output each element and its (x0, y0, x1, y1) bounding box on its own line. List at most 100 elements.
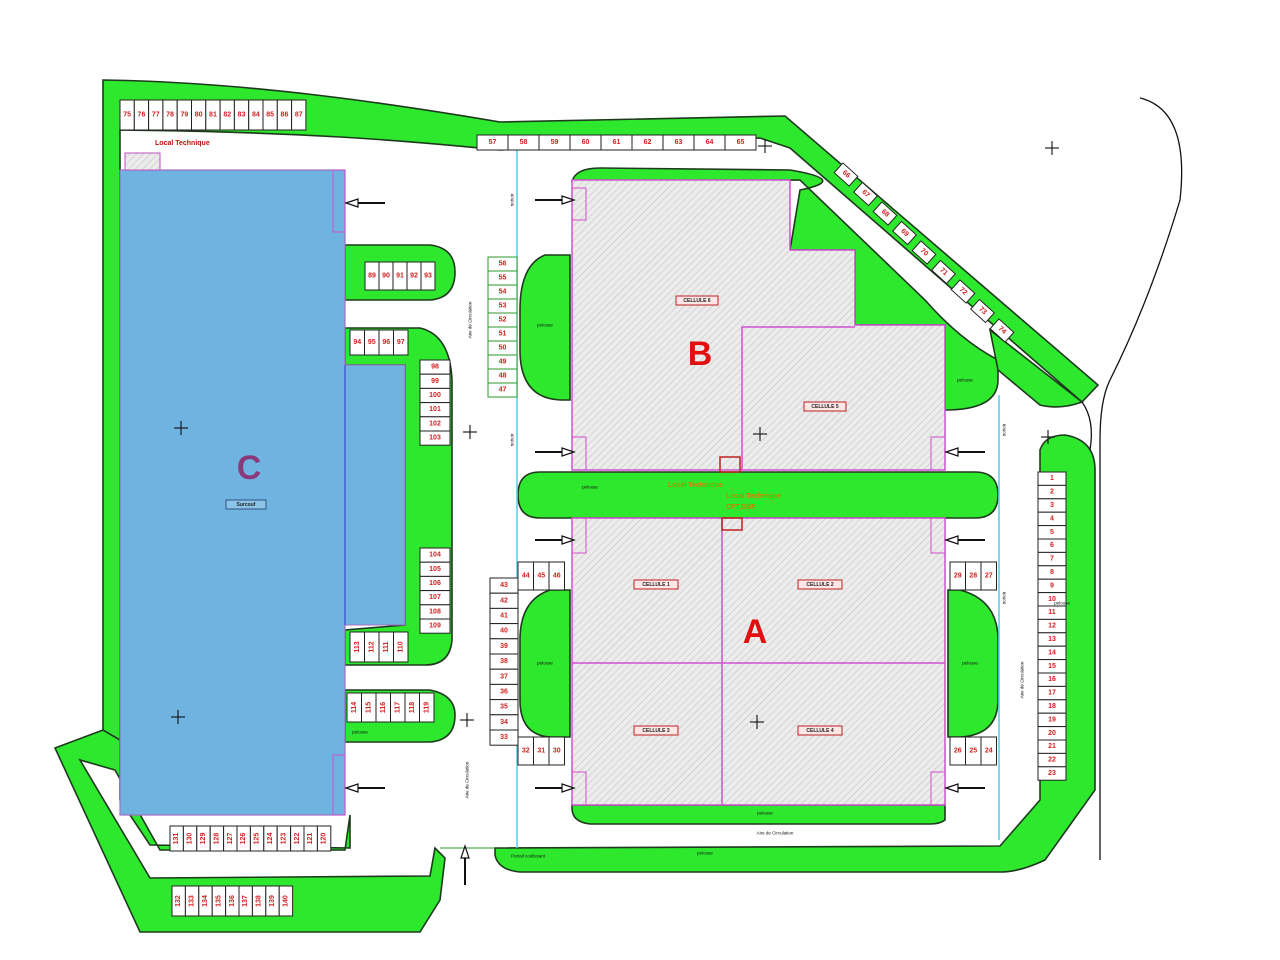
parking-spot: 70 (911, 240, 937, 265)
svg-text:CELLULE 5: CELLULE 5 (811, 404, 838, 410)
parking-spot-number: 80 (195, 112, 203, 119)
parking-spot-number: 35 (500, 704, 508, 711)
parking-spot-number: 51 (499, 331, 507, 338)
parking-spot: 2 (1037, 484, 1067, 500)
parking-spot: 49 (487, 354, 518, 370)
parking-spot-number: 56 (499, 261, 507, 268)
parking-spot-number: 60 (582, 139, 590, 146)
parking-spot-number: 115 (365, 702, 372, 713)
parking-spot-number: 61 (613, 139, 621, 146)
parking-spot: 50 (487, 340, 518, 356)
parking-spot-number: 34 (500, 719, 508, 726)
parking-spot: 38 (489, 653, 519, 670)
parking-spot-number: 7 (1050, 556, 1054, 563)
walkway-label: trottoir (510, 433, 515, 446)
parking-spot-number: 93 (424, 273, 432, 280)
parking-spot-number: 86 (281, 112, 289, 119)
parking-spot: 123 (276, 825, 292, 852)
parking-spot-number: 70 (919, 247, 930, 257)
parking-spot-number: 95 (368, 339, 376, 346)
parking-spot-number: 113 (354, 641, 361, 652)
parking-spot: 126 (236, 825, 251, 852)
parking-spot: 140 (278, 885, 294, 917)
parking-spot-number: 104 (429, 552, 441, 559)
parking-spot-number: 59 (551, 139, 559, 146)
parking-spot: 99 (419, 373, 451, 389)
parking-spot-number: 62 (644, 139, 652, 146)
parking-spot-number: 116 (380, 702, 387, 713)
parking-spot-number: 9 (1050, 582, 1054, 589)
parking-spot: 96 (378, 329, 394, 356)
parking-spot: 69 (892, 220, 917, 246)
parking-spot: 92 (406, 261, 422, 291)
parking-spot: 71 (931, 259, 956, 285)
parking-spot-number: 68 (880, 208, 891, 218)
parking-spot: 98 (419, 359, 451, 375)
parking-spot: 37 (489, 668, 519, 685)
parking-spot: 105 (419, 561, 451, 577)
parking-spot-number: 73 (977, 306, 988, 316)
survey-cross-icon (1045, 141, 1059, 155)
lawn-label: pelouse (352, 730, 368, 735)
parking-spot-number: 94 (353, 339, 361, 346)
parking-spot-number: 52 (499, 317, 507, 324)
parking-spot-number: 46 (553, 573, 561, 580)
parking-spot: 94 (349, 329, 365, 356)
parking-spot: 27 (980, 561, 997, 591)
parking-spot-number: 2 (1050, 489, 1054, 496)
parking-spot-number: 89 (368, 273, 376, 280)
parking-spot-number: 109 (429, 623, 441, 630)
parking-spot-number: 64 (706, 139, 714, 146)
lawn-a-right (947, 589, 999, 738)
parking-spot-number: 99 (431, 378, 439, 385)
parking-spot: 58 (507, 134, 540, 151)
parking-spot: 14 (1037, 645, 1067, 661)
parking-spot: 7 (1037, 551, 1067, 567)
parking-spot: 125 (249, 825, 265, 852)
survey-cross-icon (1041, 430, 1055, 444)
parking-spot-number: 71 (938, 267, 949, 277)
parking-spot: 62 (631, 134, 664, 151)
parking-spot-number: 30 (553, 748, 561, 755)
parking-spot-number: 10 (1048, 596, 1056, 603)
parking-spot: 25 (965, 736, 982, 766)
svg-text:CELLULE 4: CELLULE 4 (806, 728, 833, 734)
parking-spot-number: 101 (429, 406, 441, 413)
parking-spot: 112 (364, 631, 380, 663)
parking-spot-number: 17 (1048, 690, 1056, 697)
parking-spot-number: 97 (397, 339, 405, 346)
parking-spot: 68 (872, 201, 898, 226)
parking-spot: 138 (251, 885, 267, 917)
parking-spot: 39 (489, 638, 519, 655)
parking-spot: 82 (219, 99, 235, 131)
building-a-letter: A (743, 613, 768, 651)
lawn-label: pelouse (962, 661, 978, 666)
parking-spot: 100 (419, 387, 451, 404)
parking-spot-number: 72 (958, 286, 969, 296)
parking-spot-number: 120 (321, 833, 328, 845)
parking-spot-number: 112 (368, 641, 375, 652)
parking-spot: 59 (538, 134, 571, 151)
parking-spot-number: 5 (1050, 529, 1054, 536)
parking-spot-number: 87 (295, 112, 303, 119)
parking-spot-number: 133 (189, 895, 196, 907)
local-technique-c-room (124, 152, 161, 171)
parking-spot-number: 3 (1050, 502, 1054, 509)
sliding-gate-label: Portail coulissant (511, 854, 546, 859)
parking-spot-number: 100 (429, 392, 441, 399)
parking-spot-number: 137 (242, 895, 249, 907)
parking-spot: 66 (833, 162, 859, 187)
parking-spot-number: 45 (537, 573, 545, 580)
cell-label-5: CELLULE 5 (803, 401, 847, 412)
parking-spot-number: 110 (397, 641, 404, 652)
parking-spot-number: 31 (537, 748, 545, 755)
parking-spot: 110 (393, 631, 409, 663)
entry-arrow-icon (944, 783, 985, 793)
parking-spot: 20 (1037, 726, 1067, 741)
parking-spot: 81 (205, 99, 221, 131)
